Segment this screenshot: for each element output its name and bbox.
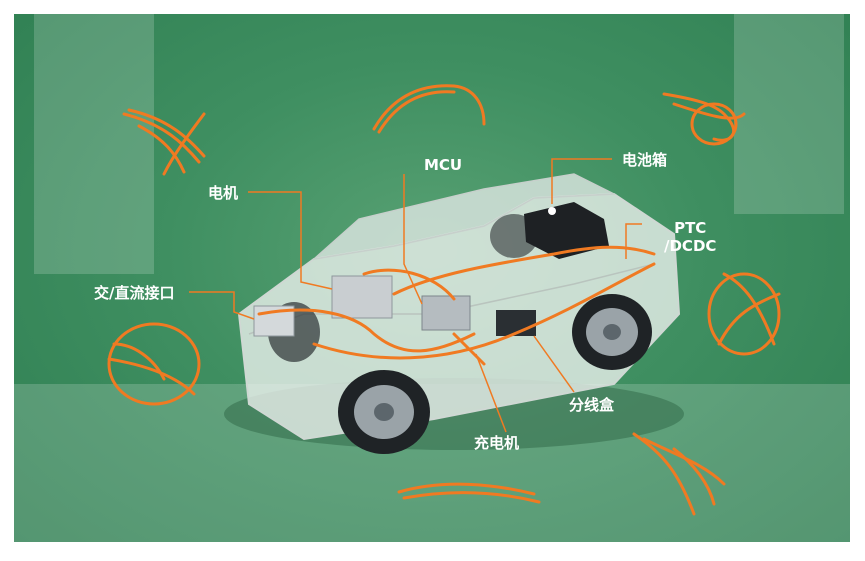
- harness-top-right: [662, 92, 746, 146]
- label-charger: 充电机: [474, 434, 520, 452]
- leader-line-mcu: [403, 174, 423, 305]
- battery-box-dot: [548, 207, 556, 215]
- wheel-rear-right: [572, 294, 652, 370]
- label-ptc-dcdc: PTC /DCDC: [664, 219, 716, 255]
- bg-pillar-shape: [34, 14, 154, 274]
- label-mcu: MCU: [424, 156, 463, 174]
- harness-illustrations: [107, 84, 781, 516]
- harness-bottom-center: [397, 482, 541, 504]
- leader-line-battery-box: [551, 158, 612, 204]
- harness-right-middle: [707, 272, 781, 356]
- leader-line-junction-box: [533, 335, 575, 393]
- internal-harness: [257, 245, 656, 366]
- harness-top-left: [122, 108, 206, 176]
- label-ptc-line2: /DCDC: [664, 237, 717, 255]
- label-junction-box: 分线盒: [569, 396, 615, 414]
- diagram-canvas: MCU 电池箱 电机 PTC /DCDC 交/直流接口 分线盒 充电机: [14, 14, 850, 542]
- mcu-unit: [421, 295, 471, 331]
- leader-line-motor: [248, 191, 333, 290]
- bg-pillar-shape-right: [734, 14, 844, 214]
- leader-lines: [189, 158, 642, 433]
- leader-dots: [548, 207, 556, 215]
- harness-bottom-right: [632, 432, 726, 516]
- leader-line-charger: [475, 353, 507, 433]
- diagram-graphics: [14, 14, 850, 542]
- label-motor: 电机: [208, 184, 239, 202]
- leader-line-ptc-dcdc: [625, 223, 642, 259]
- leader-line-ac-dc-port: [189, 291, 255, 320]
- car-illustration: [224, 173, 684, 454]
- motor-unit: [331, 275, 393, 319]
- harness-top-center: [372, 84, 486, 134]
- battery-box-unit: [524, 202, 609, 259]
- label-ac-dc-port: 交/直流接口: [94, 284, 175, 302]
- harness-left-middle: [107, 322, 201, 406]
- label-battery-box: 电池箱: [622, 151, 668, 169]
- car-roof-glass: [311, 173, 617, 261]
- label-ptc-line1: PTC: [674, 219, 707, 237]
- wheel-front-left: [338, 370, 430, 454]
